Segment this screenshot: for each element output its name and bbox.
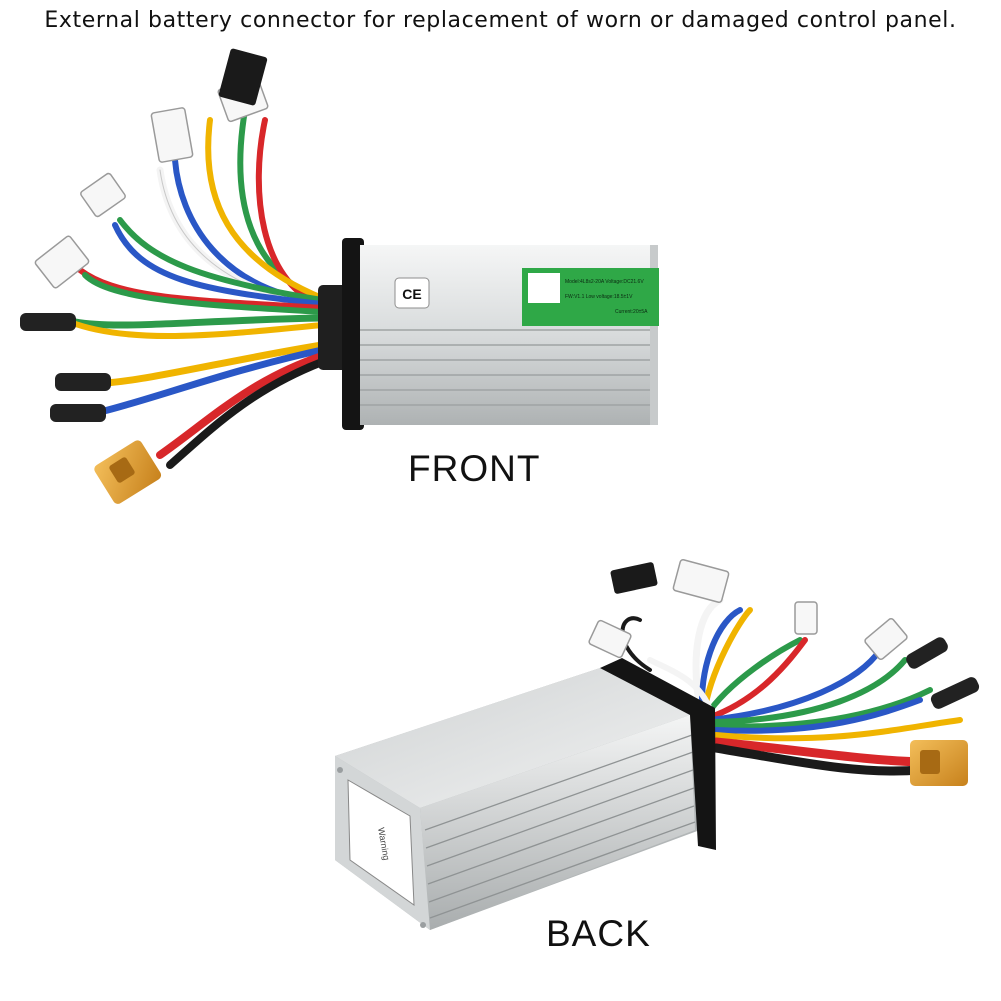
spec-sticker: Model:4L8s2-20A Voltage:DC21.6V FW:V1.1 …: [522, 268, 659, 326]
front-black-plug: [218, 48, 268, 106]
back-bullet-connectors: [906, 637, 980, 709]
ce-mark: CE: [394, 277, 430, 309]
front-xt60-connector: [94, 440, 162, 504]
front-controller-case: [318, 238, 658, 430]
front-jst-plugs: [34, 75, 269, 289]
spec-line-2: FW:V1.1 Low voltage:18.5±1V: [565, 294, 633, 300]
back-xt60-connector: [910, 740, 968, 786]
front-label: FRONT: [408, 448, 541, 489]
back-controller-case: Warning: [335, 658, 716, 930]
back-label: BACK: [546, 913, 651, 954]
caption: External battery connector for replaceme…: [44, 8, 957, 33]
back-black-plug: [610, 562, 658, 594]
spec-line-1: Model:4L8s2-20A Voltage:DC21.6V: [565, 279, 644, 285]
back-jst-plugs: [588, 558, 908, 661]
back-wire-harness: [620, 596, 963, 776]
back-controller-photo: Warning: [335, 558, 980, 930]
spec-line-3: Current:20±5A: [615, 309, 648, 315]
front-controller-photo: CE Model:4L8s2-20A Voltage:DC21.6V FW:V1…: [20, 48, 659, 504]
front-bullet-connectors: [20, 313, 111, 422]
ce-mark-text: CE: [402, 286, 421, 302]
front-wire-harness: [67, 107, 326, 469]
